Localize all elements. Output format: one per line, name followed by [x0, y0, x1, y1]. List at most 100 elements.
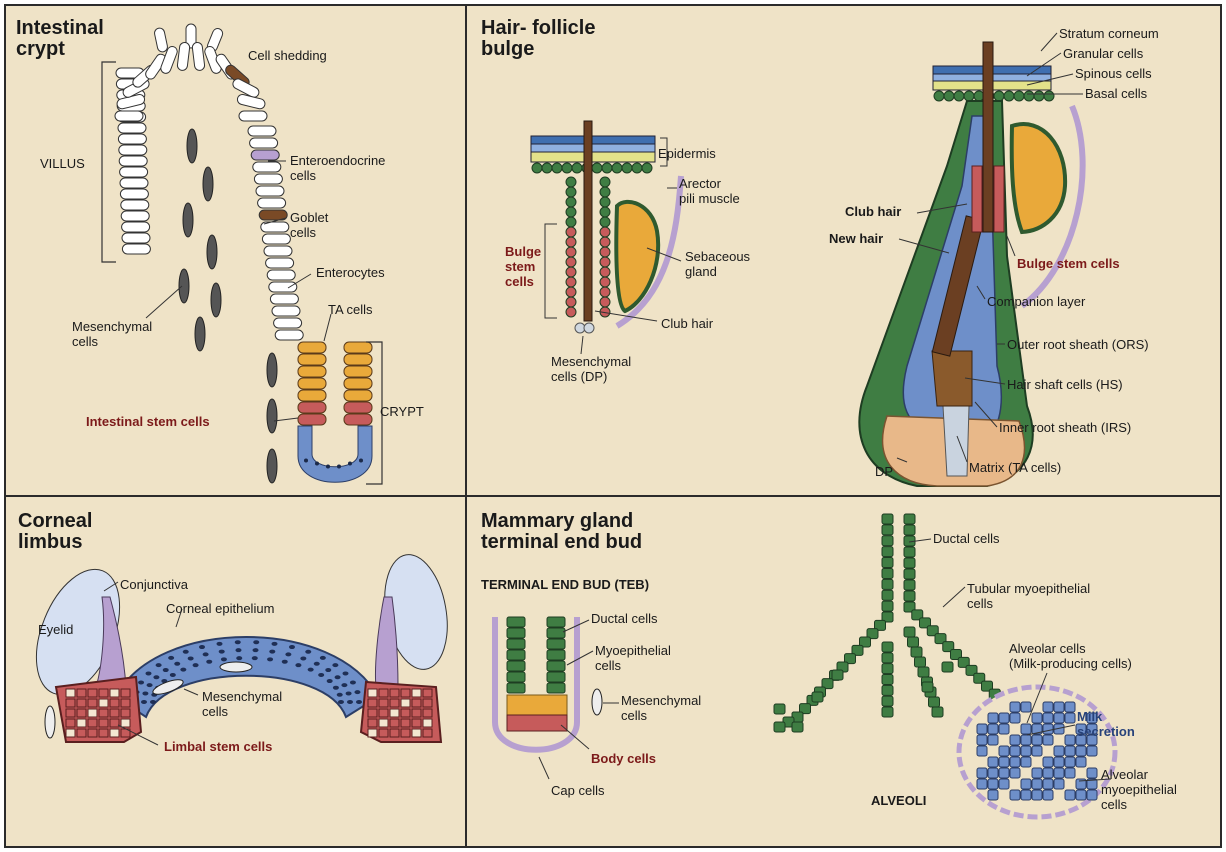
label-ors: Outer root sheath (ORS) — [1007, 337, 1149, 352]
ductal-cell — [915, 657, 926, 667]
label-myoepithelial: Myoepithelial cells — [595, 643, 671, 673]
corneal-nucleus — [142, 691, 148, 695]
alveolar-cell — [1010, 790, 1020, 800]
corneal-nucleus — [141, 700, 147, 704]
label-alveoli: ALVEOLI — [871, 793, 926, 808]
villus-cell — [115, 111, 143, 121]
alveolar-cell — [1043, 735, 1053, 745]
ductal-cell — [882, 642, 893, 652]
leader-line — [943, 587, 965, 607]
basal-cell — [612, 163, 622, 173]
panel-title: Hair- follicle bulge — [481, 18, 595, 60]
ductal-cell — [929, 697, 940, 707]
alveolar-cell — [988, 713, 998, 723]
label-intestinal-stem-cells: Intestinal stem cells — [86, 414, 210, 429]
alveolar-cell — [977, 724, 987, 734]
ductal-cell — [882, 696, 893, 706]
crypt-nucleus — [359, 459, 363, 463]
limbal-cell — [390, 699, 399, 707]
alveolar-cell — [1054, 768, 1064, 778]
alveolar-cell — [1054, 713, 1064, 723]
follicle-cell — [566, 247, 576, 257]
mesenchymal-cell — [45, 706, 55, 738]
ductal-cell — [904, 580, 915, 590]
alveolar-cell — [988, 779, 998, 789]
crypt-nucleus — [304, 459, 308, 463]
corneal-nucleus — [337, 693, 343, 697]
crypt-cell — [298, 402, 326, 413]
limbal-cell — [66, 699, 75, 707]
alveolar-cell — [1043, 768, 1053, 778]
mesenchymal-cell — [207, 235, 217, 269]
basal-cell — [542, 163, 552, 173]
mesenchymal-cell — [187, 129, 197, 163]
corneal-nucleus — [221, 657, 227, 661]
limbal-cell — [121, 689, 130, 697]
limbal-cell — [423, 689, 432, 697]
corneal-nucleus — [318, 673, 324, 677]
bulge-stem-column — [994, 166, 1004, 232]
limbal-cell — [88, 729, 97, 737]
label-new-hair: New hair — [829, 231, 883, 246]
small-hair-shaft — [584, 121, 592, 321]
follicle-cell — [566, 257, 576, 267]
limbal-cell — [423, 699, 432, 707]
limbal-cell — [368, 689, 377, 697]
intestinal-crypt-illustration — [6, 6, 469, 499]
leader-line — [324, 314, 331, 341]
corneal-nucleus — [325, 668, 331, 672]
corneal-nucleus — [147, 683, 153, 687]
corneal-nucleus — [333, 686, 339, 690]
leader-line — [1041, 33, 1057, 51]
corneal-nucleus — [203, 652, 209, 656]
ductal-cell — [904, 591, 915, 601]
basal-cell — [622, 163, 632, 173]
label-mesenchymal: Mesenchymal cells — [72, 319, 152, 349]
basal-cell — [994, 91, 1004, 101]
label-conjunctiva: Conjunctiva — [120, 577, 188, 592]
basal-cell — [562, 163, 572, 173]
alveolar-cell — [1021, 735, 1031, 745]
limbal-cell — [99, 719, 108, 727]
villus-cell — [275, 330, 303, 340]
ductal-cell — [882, 664, 893, 674]
crypt-cell — [298, 378, 326, 389]
alveolar-cell — [988, 768, 998, 778]
alveolar-cell — [977, 768, 987, 778]
leader-line — [581, 336, 583, 354]
ductal-cell — [882, 675, 893, 685]
limbal-cell — [99, 689, 108, 697]
alveolar-cell — [999, 746, 1009, 756]
limbal-cell — [88, 689, 97, 697]
label-mesenchymal: Mesenchymal cells — [621, 693, 701, 723]
label-arector: Arector pili muscle — [679, 176, 740, 206]
corneal-nucleus — [174, 662, 180, 666]
alveolar-cell — [1010, 702, 1020, 712]
basal-cell — [964, 91, 974, 101]
corneal-nucleus — [269, 650, 275, 654]
alveolar-cell — [988, 735, 998, 745]
ductal-cell — [882, 547, 893, 557]
ductal-cell — [918, 667, 929, 677]
villus-cell — [248, 126, 276, 136]
villus-cell — [119, 145, 147, 155]
villus-cell — [118, 134, 146, 144]
ductal-cell — [882, 536, 893, 546]
corneal-nucleus — [338, 700, 344, 704]
corneal-nucleus — [282, 660, 288, 664]
crypt-cell — [344, 414, 372, 425]
limbal-cell — [412, 699, 421, 707]
label-crypt: CRYPT — [380, 404, 424, 419]
ductal-cell — [774, 704, 785, 714]
alveolar-cell — [1043, 724, 1053, 734]
alveolar-cell — [988, 790, 998, 800]
ductal-cell — [882, 514, 893, 524]
ductal-cell — [882, 568, 893, 578]
follicle-cell — [566, 277, 576, 287]
crypt-cell — [344, 354, 372, 365]
villus-cell — [177, 42, 190, 71]
alveolar-cell — [1021, 790, 1031, 800]
label-ta-cells: TA cells — [328, 302, 373, 317]
basal-cell — [1024, 91, 1034, 101]
teb-ductal-cell — [547, 628, 565, 638]
